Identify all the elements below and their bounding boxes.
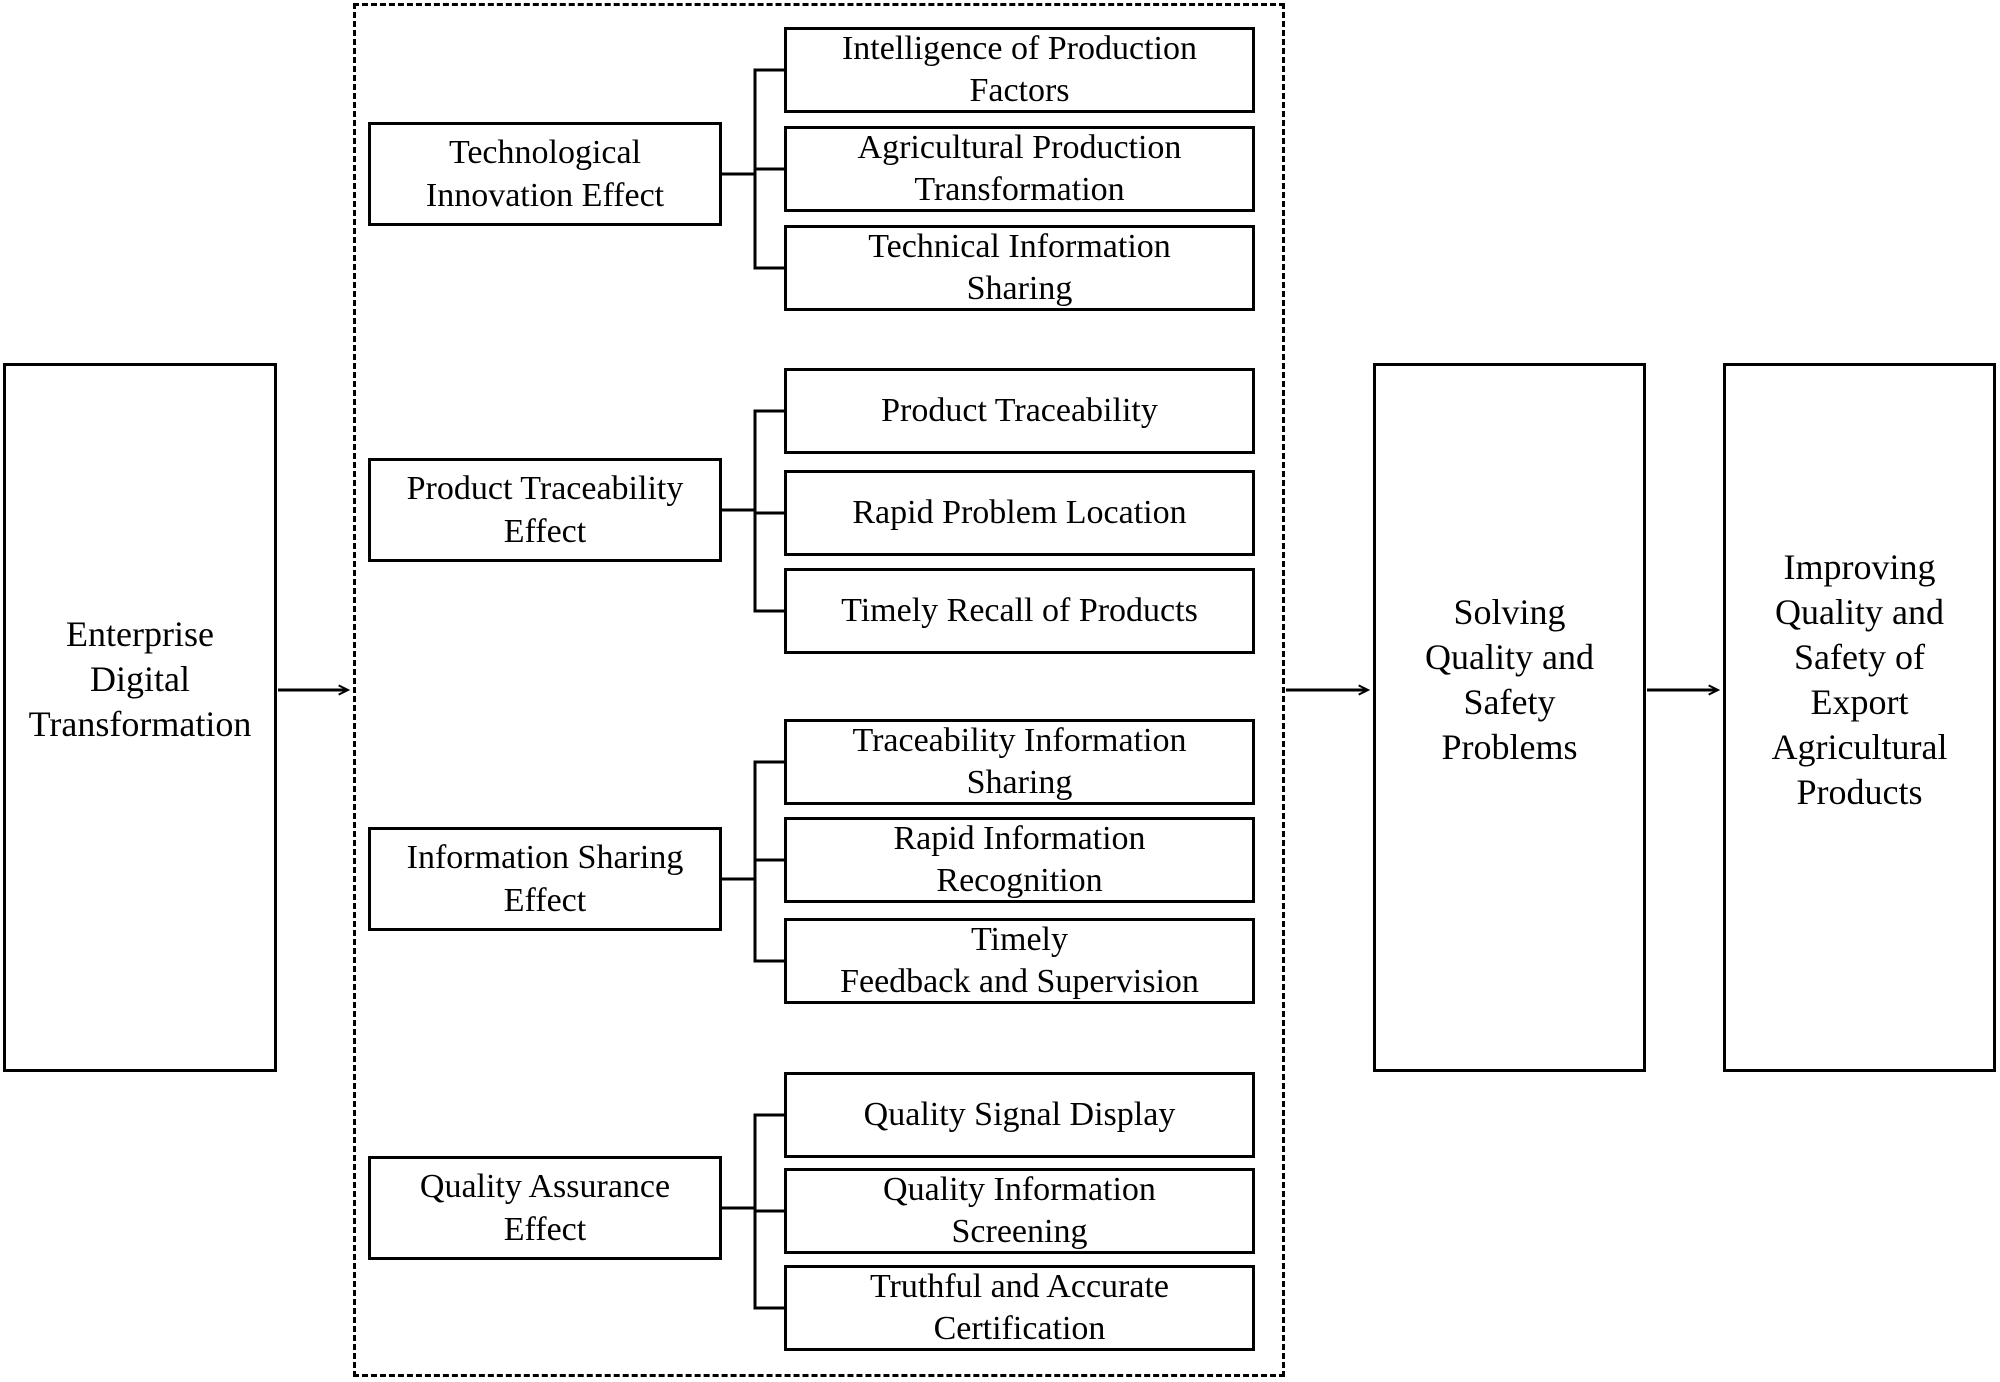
timely-feedback-and-supervision-box: Timely Feedback and Supervision [784, 918, 1255, 1004]
product-traceability-effect-label: Product Traceability Effect [406, 470, 684, 550]
solving-quality-safety-problems-box: Solving Quality and Safety Problems [1373, 363, 1646, 1072]
enterprise-digital-transformation-box: Enterprise Digital Transformation [3, 363, 277, 1072]
improving-quality-safety-export-box: Improving Quality and Safety of Export A… [1723, 363, 1996, 1072]
rapid-information-recognition-label: Rapid Information Recognition [893, 820, 1146, 899]
effects-dashed-container [353, 3, 1285, 1377]
timely-recall-of-products-box: Timely Recall of Products [784, 568, 1255, 654]
rapid-information-recognition-box: Rapid Information Recognition [784, 817, 1255, 903]
quality-signal-display-box: Quality Signal Display [784, 1072, 1255, 1158]
information-sharing-effect-label: Information Sharing Effect [406, 839, 684, 919]
information-sharing-effect-box: Information Sharing Effect [368, 827, 722, 931]
product-traceability-effect-box: Product Traceability Effect [368, 458, 722, 562]
agricultural-production-transformation-label: Agricultural Production Transformation [857, 129, 1182, 208]
technological-innovation-effect-label: Technological Innovation Effect [425, 134, 665, 214]
intelligence-of-production-factors-box: Intelligence of Production Factors [784, 27, 1255, 113]
technical-information-sharing-label: Technical Information Sharing [868, 228, 1171, 307]
intelligence-of-production-factors-label: Intelligence of Production Factors [841, 30, 1197, 109]
traceability-information-sharing-box: Traceability Information Sharing [784, 719, 1255, 805]
truthful-and-accurate-certification-label: Truthful and Accurate Certification [869, 1268, 1169, 1347]
improving-quality-safety-export-label: Improving Quality and Safety of Export A… [1771, 546, 1948, 812]
quality-signal-display-label: Quality Signal Display [863, 1096, 1176, 1133]
agricultural-production-transformation-box: Agricultural Production Transformation [784, 126, 1255, 212]
enterprise-digital-transformation-label: Enterprise Digital Transformation [28, 614, 252, 744]
quality-information-screening-label: Quality Information Screening [883, 1171, 1156, 1250]
technical-information-sharing-box: Technical Information Sharing [784, 225, 1255, 311]
truthful-and-accurate-certification-box: Truthful and Accurate Certification [784, 1265, 1255, 1351]
quality-assurance-effect-box: Quality Assurance Effect [368, 1156, 722, 1260]
product-traceability-box: Product Traceability [784, 368, 1255, 454]
rapid-problem-location-label: Rapid Problem Location [852, 494, 1187, 531]
solving-quality-safety-problems-label: Solving Quality and Safety Problems [1425, 591, 1594, 767]
timely-recall-of-products-label: Timely Recall of Products [841, 592, 1198, 629]
quality-assurance-effect-label: Quality Assurance Effect [419, 1168, 671, 1248]
quality-information-screening-box: Quality Information Screening [784, 1168, 1255, 1254]
timely-feedback-and-supervision-label: Timely Feedback and Supervision [840, 921, 1199, 1000]
traceability-information-sharing-label: Traceability Information Sharing [852, 722, 1187, 801]
technological-innovation-effect-box: Technological Innovation Effect [368, 122, 722, 226]
rapid-problem-location-box: Rapid Problem Location [784, 470, 1255, 556]
product-traceability-label: Product Traceability [881, 392, 1158, 429]
